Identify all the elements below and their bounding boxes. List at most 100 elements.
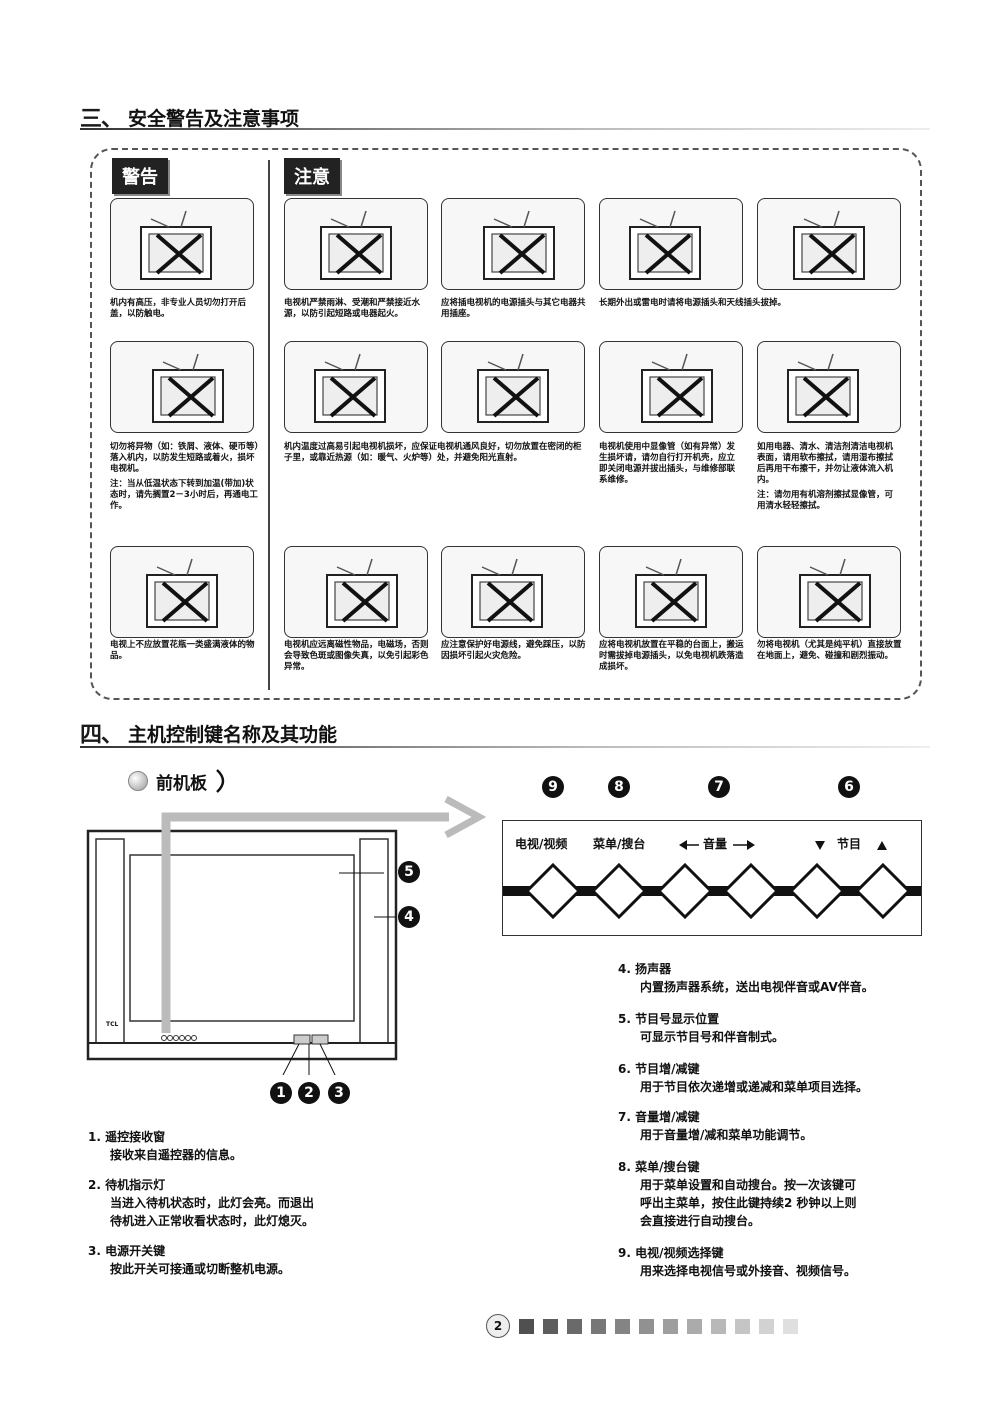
footer-square [543,1318,558,1334]
section4-header: 四、 主机控制键名称及其功能 [80,716,337,750]
bullet-icon [128,771,148,791]
warning-caption: 电视机应远离磁性物品，电磁场，否则会导致色斑或图像失真，以免引起彩色异常。 [284,640,434,673]
warning-illustration [284,546,428,638]
panel-divider [268,160,270,690]
function-description: 5. 节目号显示位置可显示节目号和伴音制式。 [618,1010,784,1046]
description-body: 当进入待机状态时，此灯会亮。而退出 [110,1196,315,1210]
warning-caption: 机内有高压，非专业人员切勿打开后盖，以防触电。 [110,298,260,320]
warning-illustration [599,341,743,433]
description-title: 扬声器 [635,962,672,976]
tv-prohibited-icon [320,210,392,280]
tv-prohibited-icon [799,558,871,628]
description-body: 会直接进行自动搜台。 [640,1214,761,1228]
warning-tag: 警告 [112,158,168,194]
warning-illustration [599,546,743,638]
description-title: 待机指示灯 [105,1178,166,1192]
function-description: 1. 遥控接收窗接收来自遥控器的信息。 [88,1128,242,1164]
warning-caption: 电视上不应放置花瓶一类盛满液体的物品。 [110,640,260,662]
description-number: 9. [618,1246,636,1260]
menu-button[interactable] [590,862,648,920]
description-body: 按此开关可接通或切断整机电源。 [110,1262,291,1276]
warning-caption: 电视机严禁雨淋、受潮和严禁接近水源，以防引起短路或电器起火。 [284,298,434,320]
footer-square [759,1318,774,1334]
description-body: 接收来自遥控器的信息。 [110,1148,243,1162]
section3-title: 安全警告及注意事项 [128,107,300,130]
caption-text: 应将电视机放置在平稳的台面上，搬运时需拔掉电源插头，以免电视机跌落造成损坏。 [599,640,744,672]
label-tv-av: 电视/视频 [515,837,568,851]
warning-illustration [284,198,428,290]
vol-right-arrow-icon [747,840,755,850]
warning-caption: 勿将电视机（尤其是纯平机）直接放置在地面上，避免、碰撞和剧烈振动。 [757,640,907,662]
program-up-button[interactable] [854,862,912,920]
bracket-icon [216,769,225,793]
warning-caption: 应注意保护好电源线，避免踩压，以防因损坏引起火灾危险。 [441,640,591,662]
caption-text: 机内温度过高易引起电视机损坏，应保证电视机通风良好，切勿放置在密闭的柜子里，或靠… [284,442,582,463]
program-down-button[interactable] [788,862,846,920]
tv-av-button[interactable] [524,862,582,920]
description-number: 8. [618,1160,636,1174]
description-title: 菜单/搜台键 [635,1160,700,1174]
warning-caption: 机内温度过高易引起电视机损坏，应保证电视机通风良好，切勿放置在密闭的柜子里，或靠… [284,442,584,464]
footer-square [615,1318,630,1334]
footer-square [663,1318,678,1334]
footer-square [567,1318,582,1334]
footer-square [639,1318,654,1334]
warning-caption: 应将电视机放置在平稳的台面上，搬运时需拔掉电源插头，以免电视机跌落造成损坏。 [599,640,749,673]
warning-caption: 电视机使用中显像管（如有异常）发生损坏请，请勿自行打开机壳，应立即关闭电源并拔出… [599,442,741,486]
warning-illustration [757,546,901,638]
description-body: 可显示节目号和伴音制式。 [640,1030,785,1044]
footer-square [735,1318,750,1334]
section3-number: 三、 [80,107,123,132]
callout-9: 9 [542,776,564,798]
description-number: 1. [88,1130,106,1144]
warning-caption: 应将插电视机的电源插头与其它电器共用插座。 [441,298,591,320]
caption-text: 电视机应远离磁性物品，电磁场，否则会导致色斑或图像失真，以免引起彩色异常。 [284,640,429,672]
tv-prohibited-icon [629,210,701,280]
caption-note: 注：当从低温状态下转到加温(带加)状态时，请先搁置2－3小时后，再通电工作。 [110,479,258,511]
page-footer: 2 [486,1314,798,1338]
label-menu: 菜单/搜台 [593,837,646,851]
warning-caption: 切勿将异物（如：铁屑、液体、硬币等）落入机内，以防发生短路或着火，损坏电视机。注… [110,442,260,512]
function-description: 9. 电视/视频选择键用来选择电视信号或外接音、视频信号。 [618,1244,856,1280]
warning-illustration [110,198,254,290]
caption-note: 注：请勿用有机溶剂擦拭显像管，可用清水轻轻擦拭。 [757,490,894,511]
tv-front-illustration [86,795,487,1075]
caption-text: 应将插电视机的电源插头与其它电器共用插座。 [441,298,586,319]
callout-8: 8 [608,776,630,798]
tv-prohibited-icon [146,558,218,628]
front-panel-heading: 前机板 [128,768,233,794]
footer-square [591,1318,606,1334]
tv-logo: TCL [106,1021,119,1028]
vol-left-arrow-icon [679,840,687,850]
function-description: 6. 节目增/减键用于节目依次递增或递减和菜单项目选择。 [618,1060,868,1096]
caption-text: 机内有高压，非专业人员切勿打开后盖，以防触电。 [110,298,247,319]
volume-up-button[interactable] [722,862,780,920]
section4-title: 主机控制键名称及其功能 [128,723,338,746]
caption-text: 电视机使用中显像管（如有异常）发生损坏请，请勿自行打开机壳，应立即关闭电源并拔出… [599,442,736,485]
tv-prohibited-icon [152,353,224,423]
section3-rule [80,128,930,130]
description-number: 5. [618,1012,636,1026]
function-description: 3. 电源开关键按此开关可接通或切断整机电源。 [88,1242,290,1278]
label-volume: 音量 [703,837,728,851]
footer-squares [519,1318,798,1334]
footer-square [687,1318,702,1334]
function-description: 7. 音量增/减键用于音量增/减和菜单功能调节。 [618,1108,812,1144]
description-number: 6. [618,1062,636,1076]
footer-square [711,1318,726,1334]
description-title: 遥控接收窗 [105,1130,166,1144]
description-body: 用于菜单设置和自动搜台。按一次该键可 [640,1178,857,1192]
warning-illustration [757,198,901,290]
warning-illustration [757,341,901,433]
tv-prohibited-icon [787,353,859,423]
description-title: 电源开关键 [105,1244,166,1258]
tv-prohibited-icon [477,353,549,423]
warning-illustration [441,198,585,290]
tv-prohibited-icon [793,210,865,280]
warning-caption: 如用电器、清水、清洁剂清洁电视机表面，请用软布擦拭，请用湿布擦拭后再用干布擦干，… [757,442,899,512]
warning-illustration [599,198,743,290]
volume-down-button[interactable] [656,862,714,920]
caption-text: 勿将电视机（尤其是纯平机）直接放置在地面上，避免、碰撞和剧烈振动。 [757,640,902,661]
warning-illustration [110,546,254,638]
section4-rule [80,746,930,748]
